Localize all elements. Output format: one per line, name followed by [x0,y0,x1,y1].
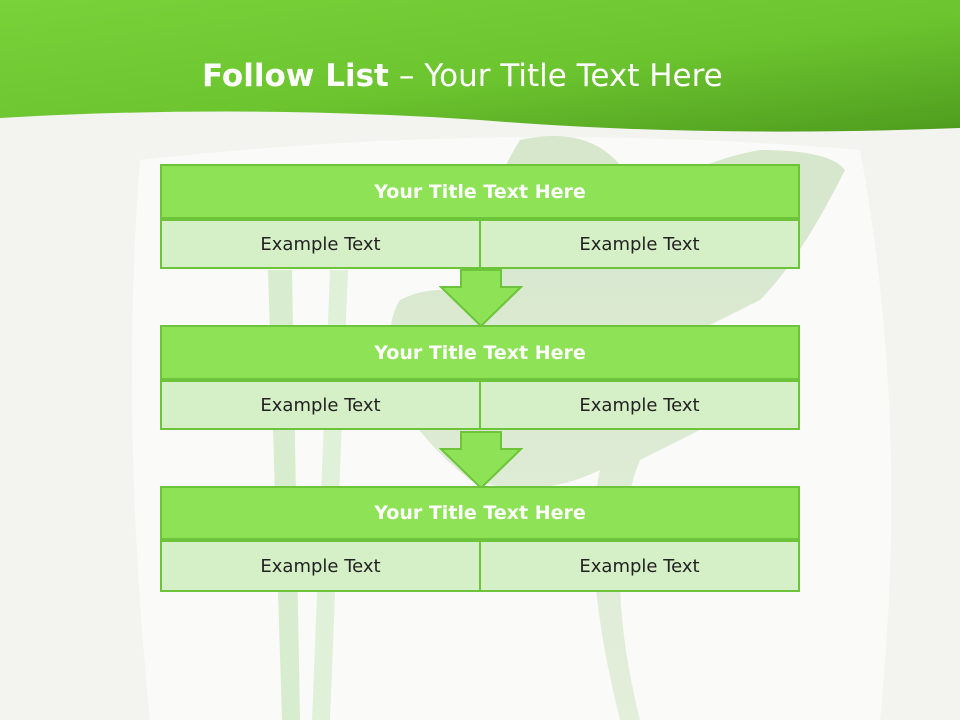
step-cell-left: Example Text [160,219,481,269]
step-cell-right: Example Text [479,219,800,269]
slide-title-bold: Follow List [202,58,389,94]
step-cell-right: Example Text [479,380,800,430]
down-arrow-icon [439,269,523,327]
slide-title-dash: – [398,58,415,94]
down-arrow-icon [439,431,523,489]
step-title: Your Title Text Here [160,325,800,380]
step-block-1: Your Title Text Here Example Text Exampl… [160,164,800,270]
step-block-2: Your Title Text Here Example Text Exampl… [160,325,800,431]
step-title: Your Title Text Here [160,164,800,219]
slide-title-rest: Your Title Text Here [424,58,723,94]
step-cell-left: Example Text [160,540,481,592]
step-title: Your Title Text Here [160,486,800,540]
step-block-3: Your Title Text Here Example Text Exampl… [160,486,800,592]
step-cell-right: Example Text [479,540,800,592]
step-cell-left: Example Text [160,380,481,430]
slide-title: Follow List–Your Title Text Here [202,54,723,98]
